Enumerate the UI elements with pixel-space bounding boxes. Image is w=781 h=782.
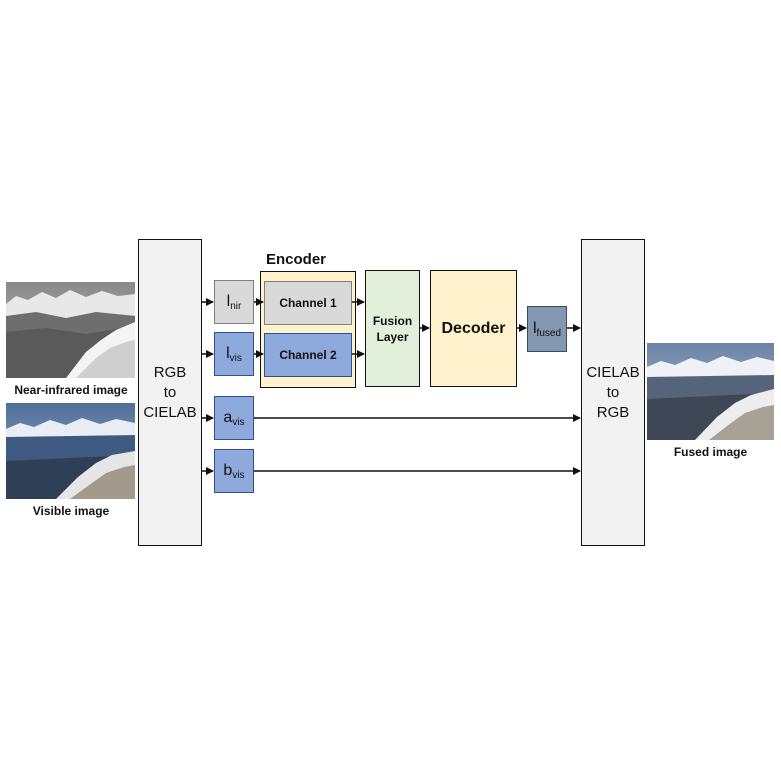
visible-image xyxy=(6,403,135,499)
fused-caption: Fused image xyxy=(673,445,748,459)
decoder-block: Decoder xyxy=(430,270,517,387)
fused-image xyxy=(647,343,774,440)
visible-caption: Visible image xyxy=(32,504,110,518)
channel-2-box: Channel 2 xyxy=(264,333,352,377)
cielab-to-rgb-line3: RGB xyxy=(596,403,630,421)
fusion-layer-block: Fusion Layer xyxy=(365,270,420,387)
cielab-to-rgb-line1: CIELAB xyxy=(586,363,640,381)
channel-1-box: Channel 1 xyxy=(264,281,352,325)
rgb-to-cielab-line2: to xyxy=(163,383,177,401)
near-infrared-caption: Near-infrared image xyxy=(14,383,128,397)
rgb-to-cielab-line3: CIELAB xyxy=(143,403,197,421)
near-infrared-image xyxy=(6,282,135,378)
cielab-to-rgb-line2: to xyxy=(606,383,620,401)
fusion-layer-line1: Fusion xyxy=(372,313,413,328)
fusion-layer-line2: Layer xyxy=(376,329,409,344)
cielab-to-rgb-block: CIELAB to RGB xyxy=(581,239,645,546)
encoder-title: Encoder xyxy=(266,251,327,268)
rgb-to-cielab-block: RGB to CIELAB xyxy=(138,239,202,546)
rgb-to-cielab-line1: RGB xyxy=(153,363,187,381)
